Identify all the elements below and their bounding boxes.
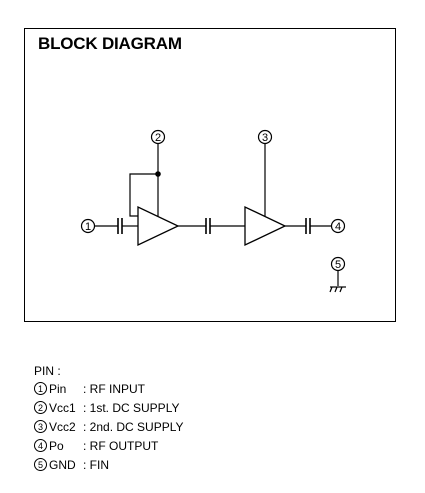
diagram-frame <box>24 28 396 322</box>
vcc1-bias-line <box>129 173 158 217</box>
pin-4-marker <box>330 218 346 234</box>
pin-3-marker <box>257 129 273 145</box>
pin-2-label: 2 <box>155 132 161 144</box>
diagram-title: BLOCK DIAGRAM <box>38 34 182 53</box>
pin-symbol: Pin <box>49 382 67 396</box>
pin-number-badge: 3 <box>34 420 47 433</box>
pin-5-marker <box>330 256 346 272</box>
amplifier-1 <box>137 205 180 247</box>
pin-number-badge: 1 <box>34 382 47 395</box>
pin-description: : 2nd. DC SUPPLY <box>83 420 184 434</box>
pin-description: : RF OUTPUT <box>83 439 159 453</box>
pin-description: : FIN <box>83 458 109 472</box>
pin-number-badge: 5 <box>34 458 47 471</box>
pin-1-label: 1 <box>85 221 91 233</box>
pin-description: : RF INPUT <box>83 382 145 396</box>
pin-number-badge: 2 <box>34 401 47 414</box>
pin-symbol: Vcc2 <box>49 420 76 434</box>
pin-symbol: Vcc1 <box>49 401 76 415</box>
amplifier-2 <box>244 205 287 247</box>
pin-number-badge: 4 <box>34 439 47 452</box>
pin-description: : 1st. DC SUPPLY <box>83 401 180 415</box>
pin-4-label: 4 <box>335 221 341 233</box>
pin-1-marker <box>80 218 96 234</box>
ground-icon <box>329 286 346 293</box>
pin-heading: PIN : <box>34 364 61 378</box>
pin-5-label: 5 <box>335 259 341 271</box>
pin-symbol: GND <box>49 458 76 472</box>
pin-2-marker <box>150 129 166 145</box>
pin-3-label: 3 <box>262 132 268 144</box>
pin-symbol: Po <box>49 439 64 453</box>
